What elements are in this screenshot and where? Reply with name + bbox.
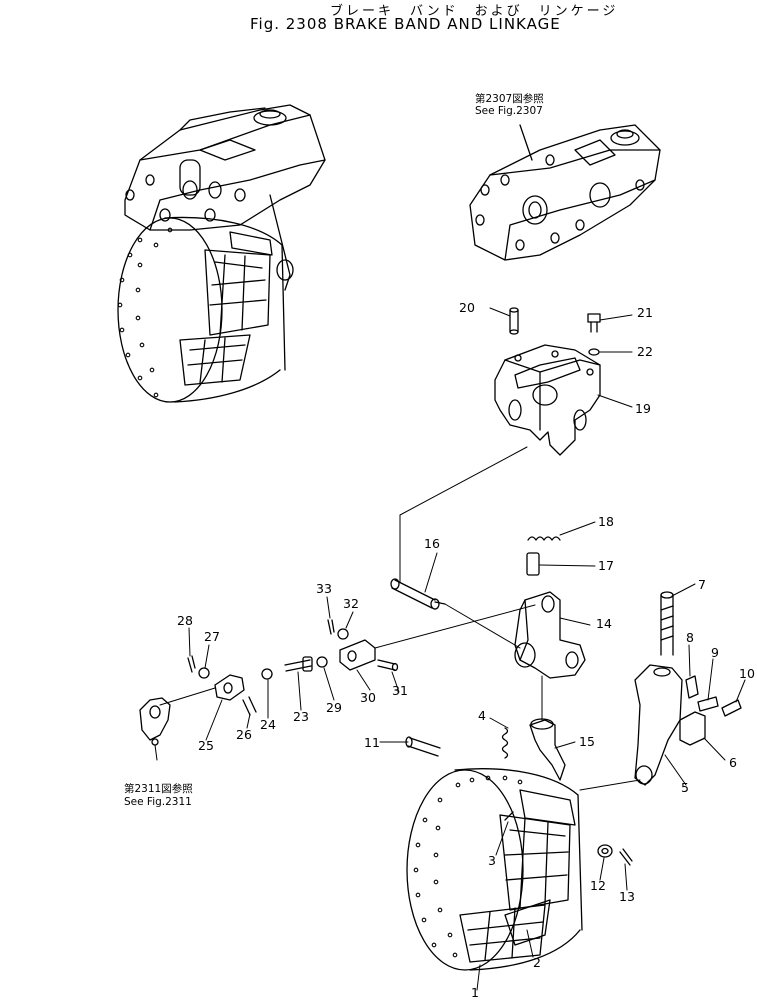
part-label-2: 2 bbox=[533, 955, 541, 970]
part-label-11: 11 bbox=[364, 735, 380, 750]
part-label-24: 24 bbox=[260, 717, 276, 732]
linkage-left-group bbox=[140, 620, 398, 745]
part-label-3: 3 bbox=[488, 853, 496, 868]
part-label-8: 8 bbox=[686, 630, 694, 645]
part-label-20: 20 bbox=[459, 300, 475, 315]
part-label-4: 4 bbox=[478, 708, 486, 723]
linkage-center-group bbox=[391, 537, 585, 780]
part-label-22: 22 bbox=[637, 344, 653, 359]
title-japanese: ブレーキ バンド および リンケージ bbox=[330, 4, 619, 19]
bracket-19-group bbox=[495, 308, 600, 455]
part-label-19: 19 bbox=[635, 401, 651, 416]
part-label-33: 33 bbox=[316, 581, 332, 596]
part-label-14: 14 bbox=[596, 616, 612, 631]
ref-fig2311-en: See Fig.2311 bbox=[124, 796, 192, 808]
part-label-25: 25 bbox=[198, 738, 214, 753]
lower-brake-band bbox=[406, 728, 632, 970]
part-label-9: 9 bbox=[711, 645, 719, 660]
ref-fig2307-jp: 第2307図参照 bbox=[475, 93, 544, 105]
part-label-1: 1 bbox=[471, 985, 479, 1000]
part-label-30: 30 bbox=[360, 690, 376, 705]
part-label-6: 6 bbox=[729, 755, 737, 770]
part-label-21: 21 bbox=[637, 305, 653, 320]
part-label-15: 15 bbox=[579, 734, 595, 749]
part-label-13: 13 bbox=[619, 889, 635, 904]
part-label-12: 12 bbox=[590, 878, 606, 893]
part-label-7: 7 bbox=[698, 577, 706, 592]
leader-lines bbox=[155, 308, 745, 990]
part-label-5: 5 bbox=[681, 780, 689, 795]
part-label-28: 28 bbox=[177, 613, 193, 628]
part-label-10: 10 bbox=[739, 666, 755, 681]
assembled-housing-view bbox=[118, 105, 325, 402]
ref-fig2311-jp: 第2311図参照 bbox=[124, 783, 193, 795]
part-label-23: 23 bbox=[293, 709, 309, 724]
part-label-26: 26 bbox=[236, 727, 252, 742]
linkage-right-group bbox=[635, 592, 741, 785]
title-english: Fig. 2308 BRAKE BAND AND LINKAGE bbox=[250, 15, 561, 33]
part-label-16: 16 bbox=[424, 536, 440, 551]
part-label-17: 17 bbox=[598, 558, 614, 573]
part-label-27: 27 bbox=[204, 629, 220, 644]
ref-fig2307-en: See Fig.2307 bbox=[475, 105, 543, 117]
part-label-32: 32 bbox=[343, 596, 359, 611]
part-label-31: 31 bbox=[392, 683, 408, 698]
part-label-29: 29 bbox=[326, 700, 342, 715]
part-label-18: 18 bbox=[598, 514, 614, 529]
housing-reference-view bbox=[470, 125, 660, 260]
